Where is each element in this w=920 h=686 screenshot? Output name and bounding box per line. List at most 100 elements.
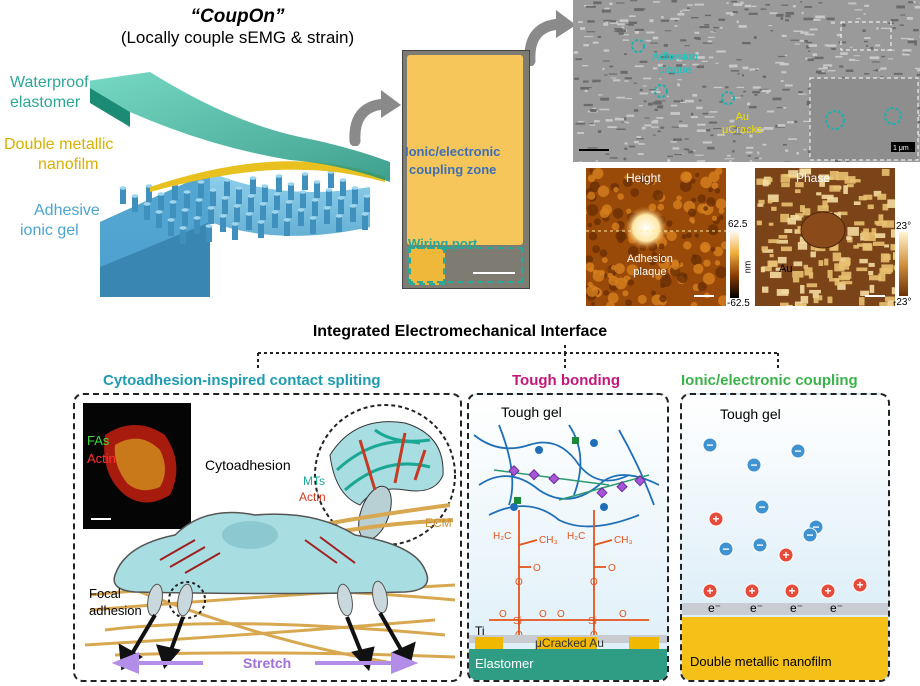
anion-icon: − bbox=[790, 443, 806, 459]
afm-height-title: Height bbox=[626, 171, 661, 185]
metal-nanofilm bbox=[150, 161, 385, 192]
diagram-subtitle: (Locally couple sEMG & strain) bbox=[120, 28, 355, 47]
svg-text:O: O bbox=[533, 563, 541, 574]
polymer-network bbox=[473, 424, 660, 528]
svg-text:MTs: MTs bbox=[303, 474, 325, 488]
svg-text:Actin: Actin bbox=[299, 490, 326, 504]
phase-colorbar bbox=[899, 232, 908, 296]
svg-text:+: + bbox=[788, 584, 795, 598]
svg-text:Focal: Focal bbox=[89, 586, 121, 601]
svg-text:−: − bbox=[756, 538, 763, 552]
ion-layer: −−−−−+−−+−+++++ bbox=[702, 437, 868, 599]
anion-icon: − bbox=[752, 537, 768, 553]
height-max-label: 62.5 bbox=[728, 219, 748, 230]
svg-text:−: − bbox=[758, 500, 765, 514]
svg-text:CH₃: CH₃ bbox=[539, 535, 558, 546]
anion-icon: − bbox=[718, 541, 734, 557]
cation-icon: + bbox=[778, 547, 794, 563]
section-title-cyto: Cytoadhesion-inspired contact spliting bbox=[103, 372, 381, 389]
svg-text:+: + bbox=[706, 584, 713, 598]
curved-arrow-icon bbox=[349, 90, 401, 146]
svg-text:+: + bbox=[856, 578, 863, 592]
cation-icon: + bbox=[744, 583, 760, 599]
svg-text:−: − bbox=[794, 444, 801, 458]
svg-text:Elastomer: Elastomer bbox=[475, 656, 534, 671]
svg-text:O: O bbox=[515, 577, 523, 588]
cation-icon: + bbox=[784, 583, 800, 599]
cation-icon: + bbox=[708, 511, 724, 527]
anion-icon: − bbox=[754, 499, 770, 515]
svg-text:−: − bbox=[706, 438, 713, 452]
afm-height-image bbox=[586, 168, 726, 306]
svg-text:Actin: Actin bbox=[87, 451, 116, 466]
afm-phase-title: Phase bbox=[796, 171, 831, 185]
anion-icon: − bbox=[746, 457, 762, 473]
anion-icon: − bbox=[702, 437, 718, 453]
svg-text:O: O bbox=[539, 609, 547, 620]
phase-max-label: 23° bbox=[896, 221, 912, 232]
diagram-title: “CoupOn” bbox=[190, 6, 285, 27]
afm-phase-image bbox=[755, 168, 895, 306]
svg-text:e⁻: e⁻ bbox=[750, 601, 763, 615]
svg-text:FAs: FAs bbox=[87, 433, 110, 448]
svg-text:−: − bbox=[806, 528, 813, 542]
anion-icon: − bbox=[802, 527, 818, 543]
section-title-tough: Tough bonding bbox=[512, 372, 621, 389]
svg-text:−: − bbox=[812, 520, 819, 534]
svg-text:−: − bbox=[722, 542, 729, 556]
ionic-coupling-panel: Tough gel −−−−−+−−+−+++++ e⁻ e⁻ e⁻ e⁻ Do… bbox=[680, 393, 890, 682]
afm-phase-au-label: Au bbox=[779, 263, 793, 275]
nanofilm-substrate bbox=[682, 617, 888, 680]
svg-text:Si: Si bbox=[588, 616, 597, 627]
svg-text:e⁻: e⁻ bbox=[830, 601, 843, 615]
cytoadhesion-panel: FAs Actin Cytoadhesion MTs Actin ECM bbox=[73, 393, 462, 682]
svg-text:O: O bbox=[608, 563, 616, 574]
section-title-ionic: Ionic/electronic coupling bbox=[681, 372, 858, 389]
svg-text:+: + bbox=[782, 548, 789, 562]
height-min-label: -62.5 bbox=[727, 298, 750, 309]
svg-text:e⁻: e⁻ bbox=[790, 601, 803, 615]
svg-text:Si: Si bbox=[513, 616, 522, 627]
elastomer-substrate bbox=[469, 649, 667, 680]
elastomer-layer bbox=[90, 72, 390, 182]
svg-text:adhesion: adhesion bbox=[89, 603, 142, 618]
svg-text:O: O bbox=[499, 609, 507, 620]
interface-title: Integrated Electromechanical Interface bbox=[312, 323, 608, 340]
svg-text:Tough gel: Tough gel bbox=[501, 404, 562, 420]
svg-text:CH₃: CH₃ bbox=[614, 535, 633, 546]
silane-chains bbox=[489, 510, 649, 635]
cation-icon: + bbox=[702, 583, 718, 599]
curved-arrow-icon bbox=[524, 10, 576, 66]
wiring-port-label: Wiring port bbox=[408, 236, 478, 251]
svg-text:H₂C: H₂C bbox=[567, 531, 585, 542]
height-colorbar bbox=[730, 230, 739, 298]
svg-text:O: O bbox=[619, 609, 627, 620]
svg-text:μCracked Au: μCracked Au bbox=[535, 636, 604, 650]
svg-text:e⁻: e⁻ bbox=[708, 601, 721, 615]
svg-text:+: + bbox=[824, 584, 831, 598]
svg-text:+: + bbox=[748, 584, 755, 598]
svg-text:Tough gel: Tough gel bbox=[720, 406, 781, 422]
svg-text:O: O bbox=[590, 577, 598, 588]
cation-icon: + bbox=[820, 583, 836, 599]
electron-row: e⁻ e⁻ e⁻ e⁻ bbox=[708, 601, 843, 615]
svg-text:O: O bbox=[557, 609, 565, 620]
svg-text:−: − bbox=[750, 458, 757, 472]
device-photo bbox=[402, 50, 530, 289]
phase-min-label: -23° bbox=[893, 297, 912, 308]
cation-icon: + bbox=[852, 577, 868, 593]
device-layer-illustration bbox=[90, 72, 390, 297]
svg-text:H₂C: H₂C bbox=[493, 531, 511, 542]
hierarchy-connector bbox=[257, 345, 779, 371]
svg-text:ECM: ECM bbox=[425, 516, 452, 530]
sem-image: 1 μm bbox=[573, 0, 920, 162]
svg-text:+: + bbox=[712, 512, 719, 526]
